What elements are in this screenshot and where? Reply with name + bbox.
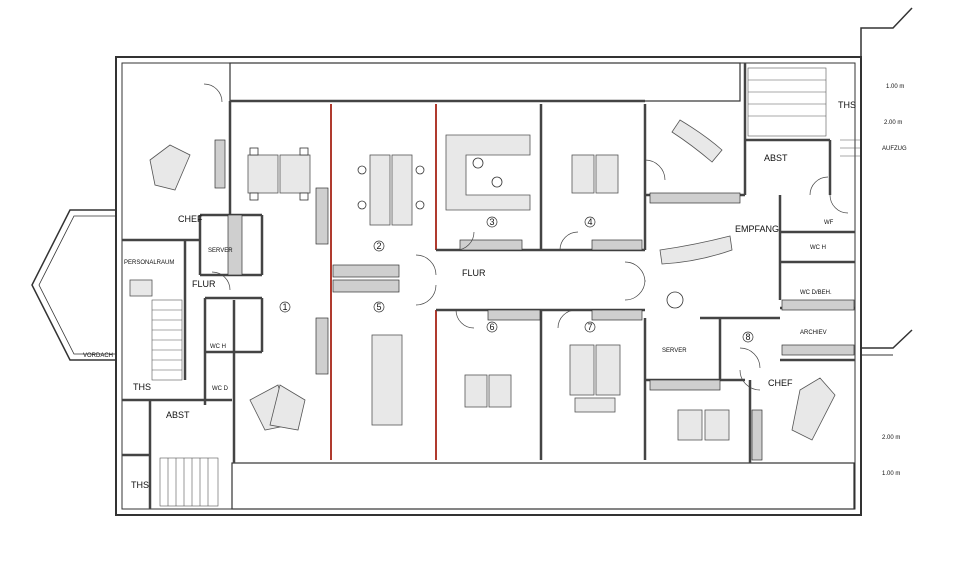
label-flur-left: FLUR bbox=[192, 279, 216, 289]
label-ths-left: THS bbox=[133, 382, 151, 392]
room-number-2: 2 bbox=[376, 241, 381, 251]
interior-walls bbox=[122, 63, 855, 509]
label-wc-d-beh: WC D/BEH. bbox=[800, 290, 832, 296]
label-abst-left: ABST bbox=[166, 410, 190, 420]
label-vordach: VORDACH bbox=[83, 353, 113, 359]
room-number-5: 5 bbox=[376, 302, 381, 312]
label-chef-left: CHEF bbox=[178, 214, 203, 224]
label-flur-center: FLUR bbox=[462, 268, 486, 278]
label-wc-d-left: WC D bbox=[212, 386, 229, 392]
room-number-3: 3 bbox=[489, 217, 494, 227]
label-archiev: ARCHIEV bbox=[800, 330, 827, 336]
room-number-4: 4 bbox=[587, 217, 592, 227]
label-personalraum: PERSONALRAUM bbox=[124, 260, 174, 266]
room-labels: CHEF SERVER PERSONALRAUM FLUR WC H WC D … bbox=[83, 100, 907, 490]
room-number-7: 7 bbox=[587, 322, 592, 332]
dimension-bottom-1: 2.00 m bbox=[882, 435, 900, 441]
label-wc-h-right: WC H bbox=[810, 245, 826, 251]
label-wc-h-left: WC H bbox=[210, 344, 226, 350]
label-abst-right: ABST bbox=[764, 153, 788, 163]
label-server-left: SERVER bbox=[208, 248, 233, 254]
label-aufzug: AUFZUG bbox=[882, 146, 907, 152]
dimension-top-1: 1.00 m bbox=[886, 84, 904, 90]
label-ths-bottom: THS bbox=[131, 480, 149, 490]
label-chef-right: CHEF bbox=[768, 378, 793, 388]
outer-walls bbox=[31, 7, 913, 516]
dimension-notes: 1.00 m 2.00 m 2.00 m 1.00 m bbox=[882, 84, 904, 477]
cabinets bbox=[214, 139, 855, 461]
doors bbox=[203, 83, 849, 391]
dimension-top-2: 2.00 m bbox=[884, 120, 902, 126]
stairs bbox=[151, 67, 860, 507]
dimension-bottom-2: 1.00 m bbox=[882, 471, 900, 477]
room-numbers: 1 2 3 4 5 6 7 8 bbox=[279, 216, 754, 343]
label-wf: WF bbox=[824, 220, 834, 226]
room-number-1: 1 bbox=[282, 302, 287, 312]
label-empfang: EMPFANG bbox=[735, 224, 779, 234]
label-server-right: SERVER bbox=[662, 348, 687, 354]
furniture bbox=[129, 119, 836, 441]
room-number-8: 8 bbox=[745, 332, 750, 342]
room-number-6: 6 bbox=[489, 322, 494, 332]
label-ths-top: THS bbox=[838, 100, 856, 110]
